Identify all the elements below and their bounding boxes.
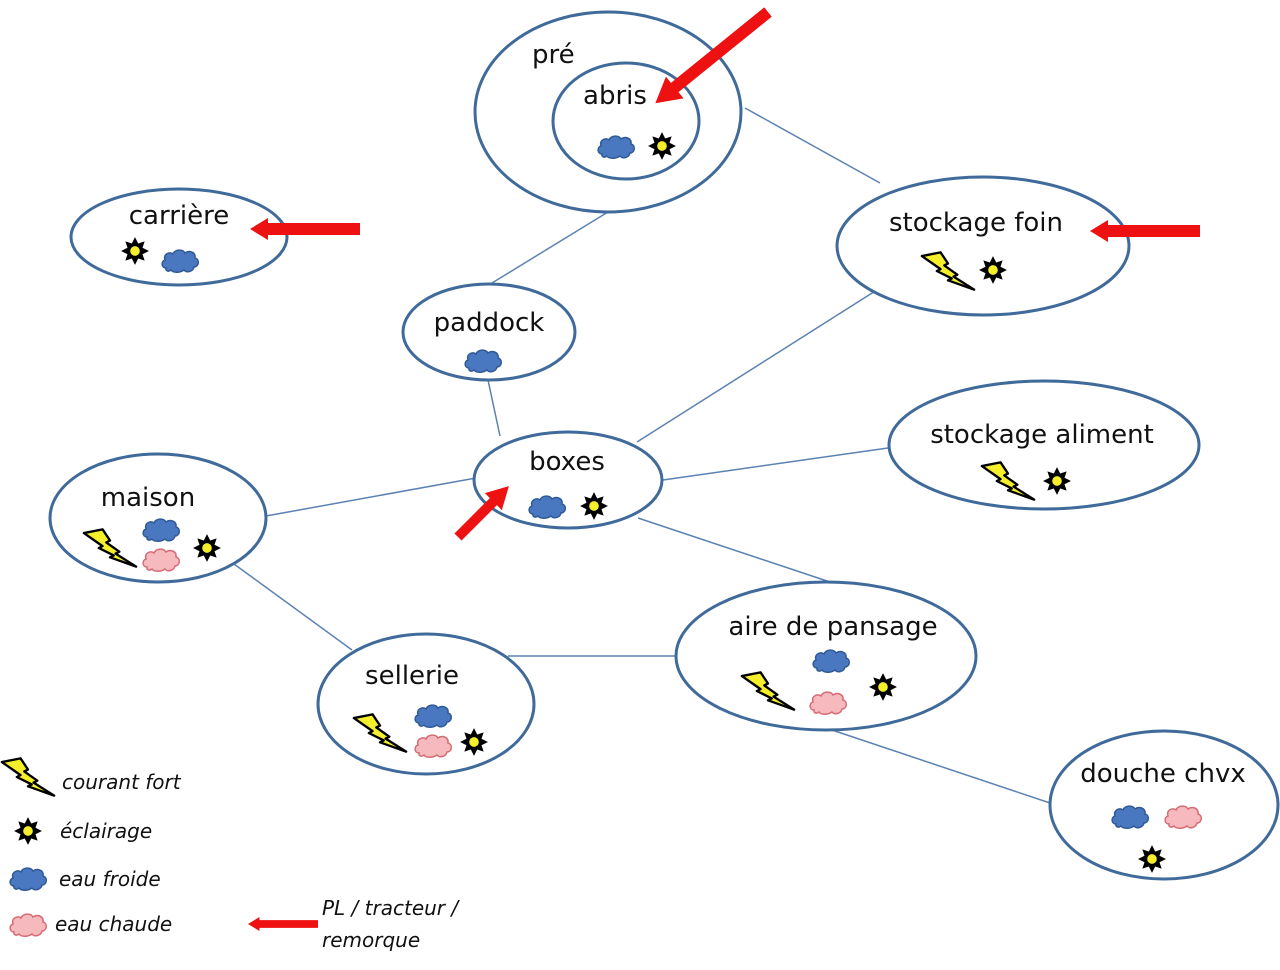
node-douche-chvx-shape: [1048, 729, 1280, 881]
legend: courant fort éclairage eau froide eau ch…: [0, 757, 460, 952]
eau-chaude-icon: [142, 548, 181, 572]
node-aire-de-pansage-label: aire de pansage: [728, 612, 937, 642]
edges: [233, 107, 1051, 804]
access-arrow-carriere: [250, 218, 360, 240]
eclairage-icon: [14, 817, 42, 845]
eau-chaude-icon: [1164, 805, 1203, 829]
access-arrow-icon: [248, 917, 318, 931]
edge-pre-stockage-foin: [744, 107, 881, 184]
node-douche-chvx[interactable]: douche chvx: [1048, 729, 1280, 881]
access-arrows: [250, 7, 1200, 541]
eau-froide-icon: [161, 249, 200, 273]
legend-label: éclairage: [60, 819, 152, 843]
node-sellerie-label: sellerie: [365, 661, 459, 691]
edge-paddock-boxes: [487, 379, 501, 437]
legend-label: courant fort: [62, 770, 182, 794]
node-paddock[interactable]: paddock: [401, 282, 577, 382]
access-arrow-boxes: [454, 486, 509, 541]
node-sellerie[interactable]: sellerie: [316, 632, 536, 776]
node-maison[interactable]: maison: [48, 452, 268, 584]
node-douche-chvx-label: douche chvx: [1080, 759, 1245, 789]
edge-pre-paddock: [491, 211, 609, 284]
node-maison-label: maison: [101, 483, 195, 513]
node-carriere-label: carrière: [129, 201, 229, 231]
node-boxes-label: boxes: [529, 447, 605, 477]
eau-froide-icon: [528, 495, 567, 519]
node-paddock-shape: [401, 282, 577, 382]
eau-chaude-icon: [809, 691, 848, 715]
node-stockage-foin[interactable]: stockage foin: [835, 175, 1131, 317]
courant-fort-icon: [0, 757, 56, 797]
eau-froide-icon: [414, 704, 453, 728]
node-boxes-shape: [472, 430, 664, 530]
eau-chaude-icon: [9, 913, 48, 937]
eau-froide-icon: [142, 518, 181, 542]
node-stockage-aliment-shape: [887, 379, 1201, 511]
access-arrow-stockage-foin: [1090, 220, 1200, 242]
eau-froide-icon: [9, 867, 48, 891]
node-stockage-aliment[interactable]: stockage aliment: [887, 379, 1201, 511]
edge-maison-sellerie: [233, 563, 353, 651]
node-stockage-foin-shape: [835, 175, 1131, 317]
legend-item-eclairage: éclairage: [14, 817, 152, 845]
eau-chaude-icon: [414, 734, 453, 758]
legend-label: remorque: [322, 928, 420, 952]
access-arrow-abris: [655, 7, 772, 104]
node-paddock-label: paddock: [434, 308, 545, 338]
edge-boxes-stockage-foin: [636, 287, 881, 443]
eau-froide-icon: [597, 135, 636, 159]
node-pre-label: pré: [532, 40, 575, 70]
eau-froide-icon: [812, 649, 851, 673]
legend-item-courant-fort: courant fort: [0, 757, 182, 797]
node-carriere-shape: [69, 187, 289, 287]
node-stockage-aliment-label: stockage aliment: [930, 420, 1154, 450]
legend-item-eau-chaude: eau chaude: [9, 912, 172, 937]
node-stockage-foin-label: stockage foin: [889, 208, 1063, 238]
legend-label: eau chaude: [55, 912, 172, 936]
edge-boxes-maison: [265, 477, 477, 517]
legend-item-eau-froide: eau froide: [9, 867, 161, 891]
legend-label: eau froide: [59, 867, 161, 891]
edge-aire-de-pansage-douche-chvx: [831, 729, 1051, 804]
node-abris-label: abris: [583, 81, 647, 111]
node-aire-de-pansage[interactable]: aire de pansage: [674, 580, 978, 732]
eau-froide-icon: [1111, 805, 1150, 829]
node-carriere[interactable]: carrière: [69, 187, 289, 287]
legend-label: PL / tracteur /: [322, 896, 460, 920]
eau-froide-icon: [464, 349, 503, 373]
edge-boxes-aire-de-pansage: [637, 517, 831, 583]
edge-boxes-stockage-aliment: [662, 447, 889, 481]
legend-item-access-arrow: PL / tracteur / remorque: [248, 896, 460, 952]
node-boxes[interactable]: boxes: [472, 430, 664, 530]
